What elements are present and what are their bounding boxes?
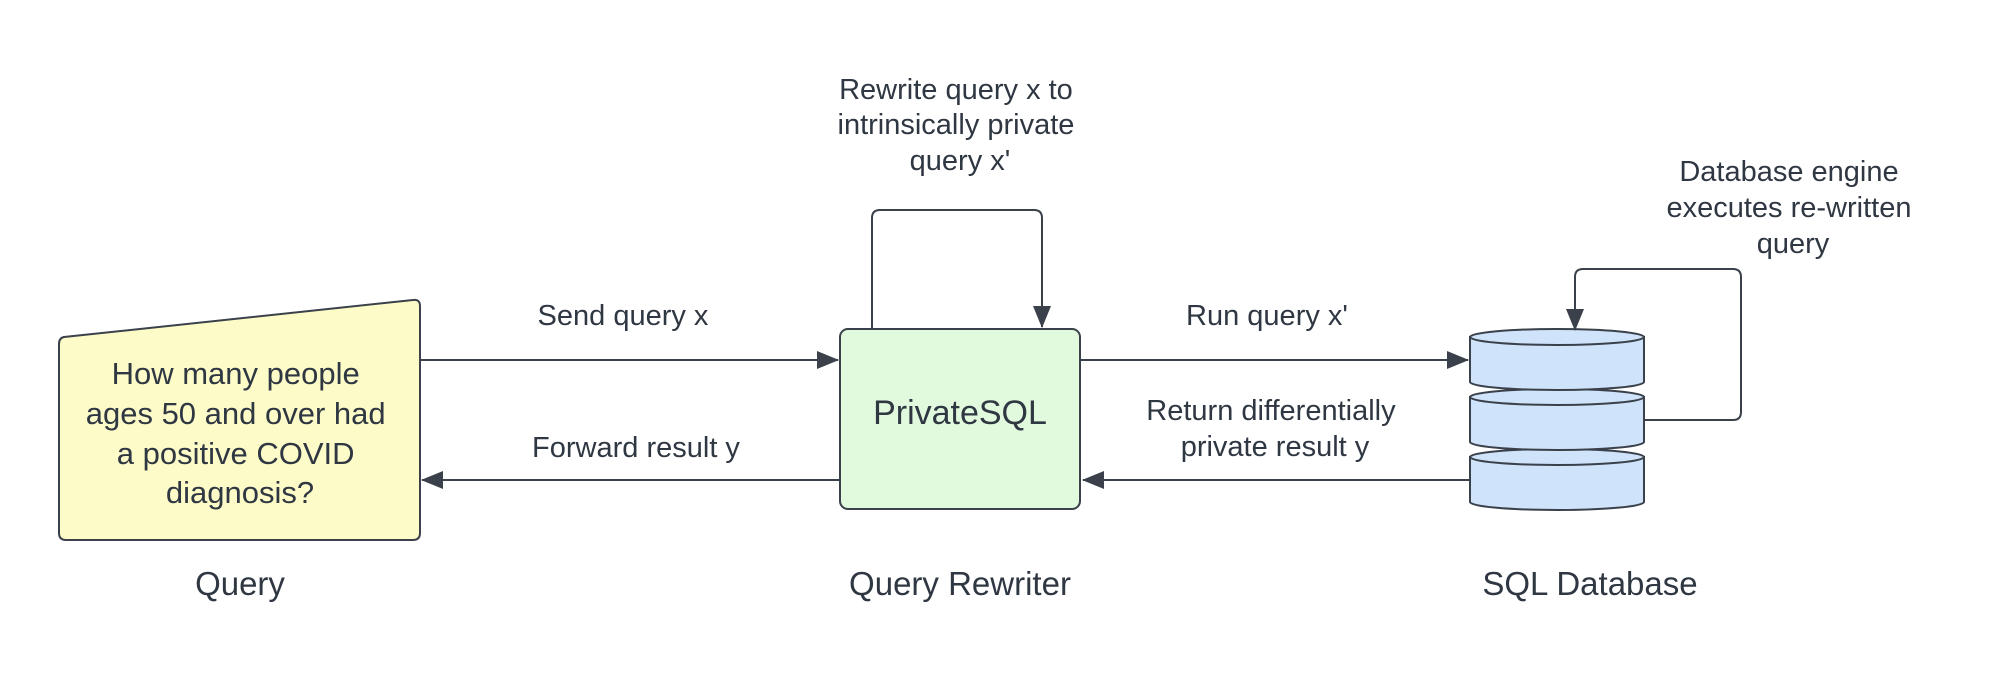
return-result-label-line: private result y <box>1181 431 1370 463</box>
query-card-shape <box>58 298 421 541</box>
db-loop-label-line: Database engine <box>1679 156 1898 188</box>
rewriter-node: PrivateSQL Query Rewriter <box>839 328 1081 602</box>
database-node: SQL Database <box>1469 328 1698 602</box>
return-result-label-line: Return differentially <box>1146 395 1396 427</box>
query-text-line: diagnosis? <box>166 475 314 510</box>
run-query-label: Run query x' <box>1186 300 1348 332</box>
forward-result-edge: Forward result y <box>421 432 840 489</box>
send-query-label: Send query x <box>538 300 709 332</box>
database-disk <box>1469 448 1645 511</box>
rewrite-loop-arrow <box>871 209 1051 329</box>
forward-result-label: Forward result y <box>532 432 740 464</box>
db-loop: Database engine executes re-written quer… <box>1566 156 1919 421</box>
rewrite-loop-label-line: Rewrite query x to <box>839 74 1073 106</box>
send-query-edge: Send query x <box>420 300 839 369</box>
database-caption: SQL Database <box>1482 565 1697 602</box>
rewriter-caption: Query Rewriter <box>849 565 1071 602</box>
query-text-line: a positive COVID <box>117 436 355 471</box>
rewrite-loop-label-line: query x' <box>910 145 1011 177</box>
query-text: How many people ages 50 and over had a p… <box>86 356 395 510</box>
rewriter-title: PrivateSQL <box>873 394 1047 432</box>
query-node: How many people ages 50 and over had a p… <box>58 298 421 602</box>
rewriter-box <box>839 328 1081 510</box>
rewrite-loop-label: Rewrite query x to intrinsically private… <box>838 74 1083 177</box>
query-text-line: ages 50 and over had <box>86 396 386 431</box>
db-loop-label: Database engine executes re-written quer… <box>1666 156 1919 260</box>
return-result-label: Return differentially private result y <box>1146 395 1403 463</box>
database-disk <box>1469 328 1645 391</box>
db-loop-arrow <box>1566 268 1742 421</box>
run-query-edge: Run query x' <box>1081 300 1469 369</box>
database-disk <box>1469 388 1645 451</box>
query-text-line: How many people <box>112 356 360 391</box>
db-loop-label-line: executes re-written <box>1666 192 1911 224</box>
query-caption: Query <box>195 565 285 602</box>
rewrite-loop-label-line: intrinsically private <box>838 109 1075 141</box>
return-result-edge: Return differentially private result y <box>1082 395 1470 489</box>
db-loop-label-line: query <box>1757 228 1830 260</box>
rewrite-loop: Rewrite query x to intrinsically private… <box>838 74 1083 329</box>
